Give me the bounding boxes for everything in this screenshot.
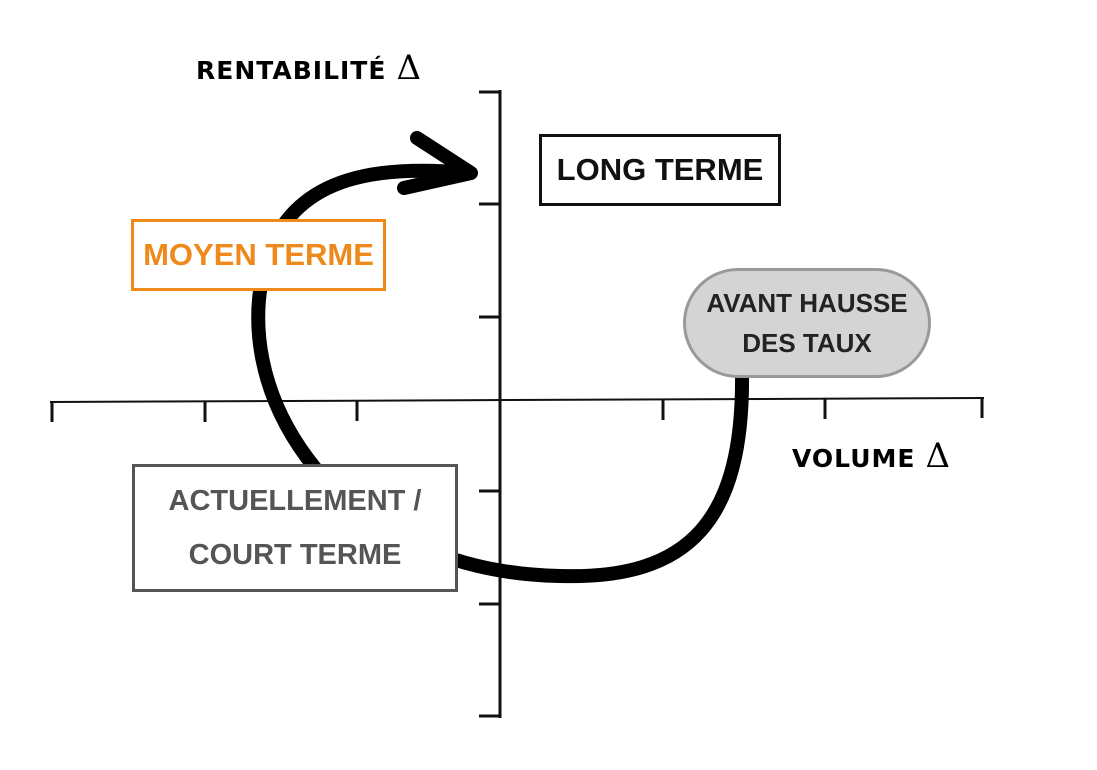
y-axis-ticks xyxy=(479,90,500,718)
y-axis-label: RENTABILITÉ Δ xyxy=(196,48,422,88)
before-rate-hike-box: AVANT HAUSSE DES TAUX xyxy=(683,268,931,378)
x-axis xyxy=(49,397,985,403)
current-short-term-box: ACTUELLEMENT / COURT TERME xyxy=(132,464,458,592)
delta-icon: Δ xyxy=(925,436,952,476)
medium-term-box: MOYEN TERME xyxy=(131,219,386,291)
y-axis-title: RENTABILITÉ xyxy=(196,56,387,85)
before-hike-label-line1: AVANT HAUSSE xyxy=(706,288,908,318)
x-axis-label: VOLUME Δ xyxy=(792,436,951,476)
current-label-line2: COURT TERME xyxy=(188,539,402,571)
arrow-head xyxy=(397,131,478,195)
current-label-line1: ACTUELLEMENT / xyxy=(168,485,422,517)
long-term-label: LONG TERME xyxy=(556,152,764,187)
x-axis-ticks xyxy=(50,398,984,422)
long-term-box: LONG TERME xyxy=(539,134,781,206)
before-hike-label-line2: DES TAUX xyxy=(742,328,872,358)
medium-term-label: MOYEN TERME xyxy=(143,237,374,272)
delta-icon: Δ xyxy=(396,48,422,88)
x-axis-title: VOLUME xyxy=(792,444,916,473)
